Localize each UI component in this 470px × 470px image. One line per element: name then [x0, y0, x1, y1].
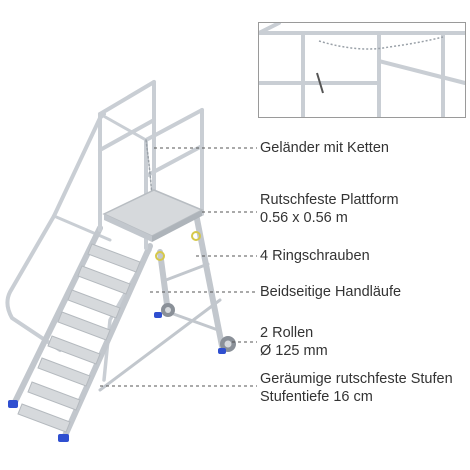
callout-handrails-line-1: Beidseitige Handläufe	[260, 284, 402, 300]
handrail-left	[52, 112, 106, 218]
callout-steps-line-1: Geräumige rutschfeste Stufen	[260, 371, 453, 387]
callout-ring-screws: 4 Ringschrauben	[260, 247, 370, 265]
callout-rollers-line-1: 2 Rollen	[260, 325, 314, 341]
foot-right	[58, 434, 69, 442]
callout-rollers-line-2: Ø 125 mm	[260, 343, 328, 359]
foot-left	[8, 400, 18, 408]
ring-screw	[191, 231, 201, 241]
callout-handrails: Beidseitige Handläufe	[260, 283, 401, 301]
steps	[17, 243, 141, 433]
callout-platform: Rutschfeste Plattform 0.56 x 0.56 m	[260, 191, 399, 227]
stringer-right	[61, 243, 153, 441]
platform-leg-front	[157, 249, 171, 315]
callout-ring-screws-line-1: 4 Ringschrauben	[260, 248, 370, 264]
railing-detail-illustration	[259, 23, 465, 117]
detail-chain	[318, 36, 444, 50]
detail-inset	[258, 22, 466, 118]
callout-railing: Geländer mit Ketten	[260, 139, 389, 157]
callout-steps-line-2: Stufentiefe 16 cm	[260, 389, 373, 405]
callout-steps: Geräumige rutschfeste Stufen Stufentiefe…	[260, 370, 453, 406]
stringer-left	[11, 225, 103, 407]
platform	[102, 189, 204, 237]
callout-railing-line-1: Geländer mit Ketten	[260, 140, 389, 156]
callout-platform-line-1: Rutschfeste Plattform	[260, 192, 399, 208]
callout-rollers: 2 Rollen Ø 125 mm	[260, 324, 328, 360]
callout-platform-line-2: 0.56 x 0.56 m	[260, 210, 348, 226]
